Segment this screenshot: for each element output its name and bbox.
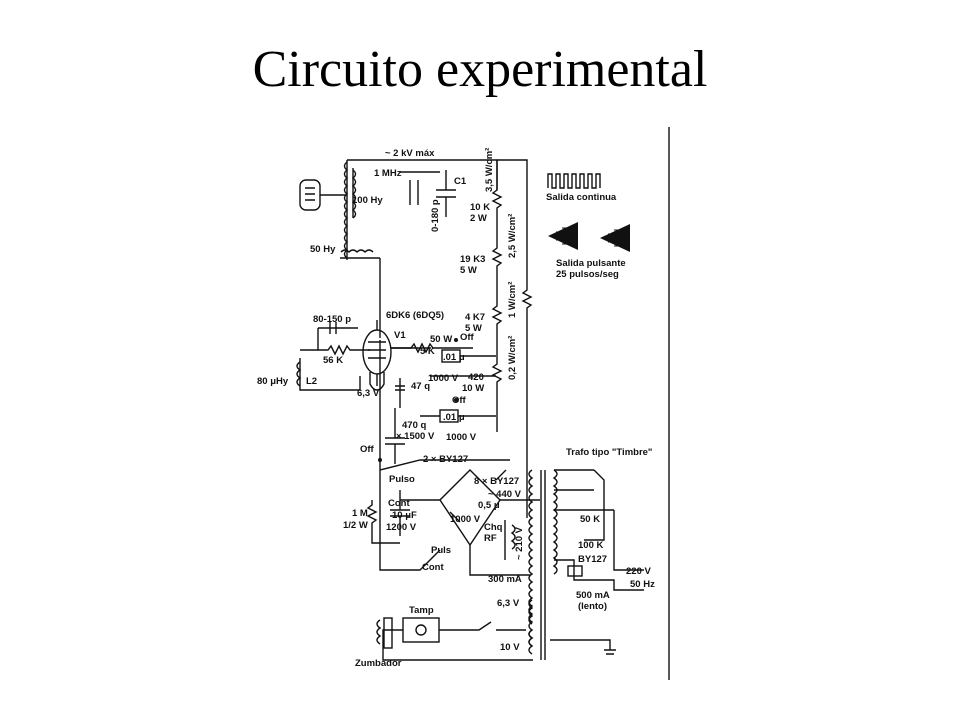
label-v440: ~ 440 V (488, 489, 522, 500)
label-hv-max: ~ 2 kV máx (385, 148, 435, 159)
label-buzzer: Zumbador (355, 658, 402, 669)
label-mains-hz: 50 Hz (630, 579, 655, 590)
label-cap-0-180p: 0-180 p (430, 199, 441, 232)
label-freq: 1 MHz (374, 168, 402, 179)
label-off-a: Off (460, 332, 475, 343)
label-cont-b: Cont (422, 562, 444, 573)
label-v63-b: 6,3 V (497, 598, 520, 609)
label-tube: 6DK6 (6DQ5) (386, 310, 444, 321)
label-cont-a: Cont (388, 498, 410, 509)
label-off-b: Off (452, 395, 467, 406)
waveform-continuous-icon (547, 173, 601, 189)
label-v10: 10 V (500, 642, 520, 653)
label-puls: Puls (431, 545, 451, 556)
label-dens-02: 0,2 W/cm² (507, 336, 518, 380)
label-res-56k: 56 K (323, 355, 343, 366)
label-dens-25: 2,5 W/cm² (507, 214, 518, 258)
label-choke-50hy: 50 Hy (310, 244, 336, 255)
resistor-ladder (491, 159, 533, 518)
grid-network (296, 322, 370, 391)
slide-title: Circuito experimental (252, 41, 708, 98)
label-pulso: Pulso (389, 474, 415, 485)
label-cap-05u: 0,5 μ (478, 500, 500, 511)
label-l2: L2 (306, 376, 317, 387)
label-cap-1000v-b: 1000 V (446, 432, 477, 443)
label-dens-1: 1 W/cm² (507, 282, 518, 318)
label-coil-80uhy: 80 μHy (257, 376, 289, 387)
label-fuse: 500 mA(lento) (576, 590, 610, 612)
lamp-buzzer-section (376, 617, 533, 661)
rectifier-section (366, 340, 540, 576)
cap-470q (385, 428, 405, 464)
label-cap-47q: 47 q (411, 381, 430, 392)
label-diodes-2: 2 × BY127 (423, 454, 468, 465)
label-res-50k: 50 K (580, 514, 600, 525)
label-v1: V1 (394, 330, 406, 341)
label-cap-01u-a: .01 μ (443, 352, 465, 363)
label-res-100k: 100 K (578, 540, 603, 551)
label-cap-1000v-a: 1000 V (428, 373, 459, 384)
label-ma300: 300 mA (488, 574, 522, 585)
label-out-cont: Salida continua (546, 192, 617, 203)
label-cap-470q: 470 q× 1500 V (396, 420, 435, 442)
label-by127: BY127 (578, 554, 607, 565)
label-dens-35: 3,5 W/cm² (484, 148, 495, 192)
label-coil-100hy: 100 Hy (352, 195, 383, 206)
plate-switch-network (391, 338, 496, 423)
label-cap-1000v-c: 1000 V (450, 514, 481, 525)
label-diodes-8: 8 × BY127 (474, 476, 519, 487)
cathode-cap (369, 372, 405, 428)
label-heater: 6,3 V (357, 388, 380, 399)
label-cap-c1: C1 (454, 176, 467, 187)
main-transformer (528, 469, 644, 660)
label-cap-01u-b: .01 μ (443, 412, 465, 423)
label-lamp: Tamp (409, 605, 434, 616)
label-mains-v: 220 V (626, 566, 651, 577)
label-cap-80-150p: 80-150 p (313, 314, 351, 325)
label-trafo: Trafo tipo "Timbre" (566, 447, 652, 458)
waveform-pulse-icon (548, 222, 630, 252)
label-off-c: Off (360, 444, 375, 455)
label-v210: ~ 210 V (514, 526, 525, 560)
